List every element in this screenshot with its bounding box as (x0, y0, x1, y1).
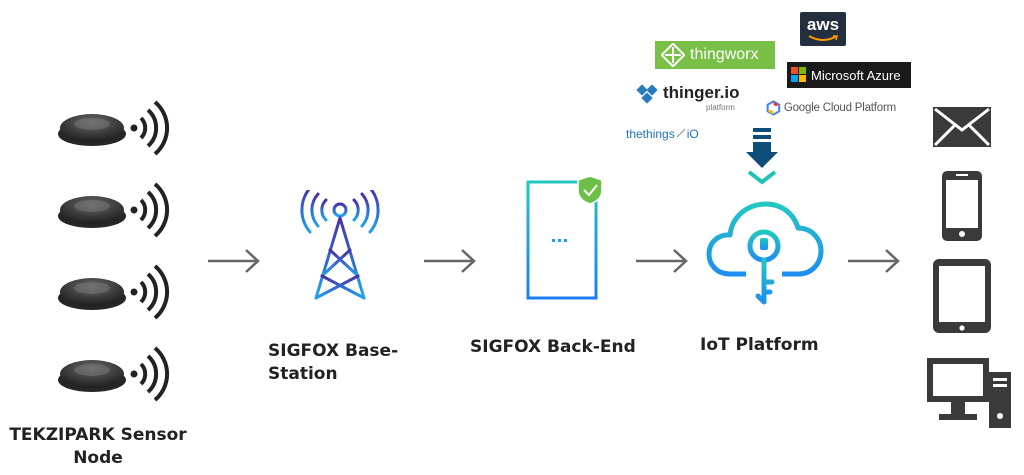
sensor-node-icon (58, 100, 170, 156)
thinger-logo-subtext: platform (706, 103, 735, 112)
server-icon (526, 175, 603, 300)
google-cloud-hexagon-icon (766, 100, 781, 116)
back-end-label: SIGFOX Back-End (470, 337, 636, 357)
sensor-node-icon (58, 264, 170, 320)
thethings-logo: thethings iO (626, 123, 726, 143)
sensor-node-label-line2: Node (73, 448, 123, 468)
thingworx-logo: thingworx (655, 41, 775, 69)
security-shield-icon (577, 175, 603, 205)
microsoft-windows-icon (791, 67, 806, 82)
sensor-node-icon (58, 182, 170, 238)
flow-arrow-icon (208, 249, 260, 273)
mail-icon (933, 107, 991, 147)
thinger-logo-text: thinger.io (663, 83, 740, 102)
sensor-node-icon (58, 346, 170, 402)
iot-platform-label: IoT Platform (700, 335, 819, 355)
thethings-logo-text: thethings (626, 127, 675, 141)
flow-arrow-icon (848, 249, 900, 273)
google-cloud-logo-text: Google Cloud Platform (783, 102, 896, 114)
tablet-icon (933, 259, 991, 333)
sensor-node-label: TEKZIPARK Sensor Node (0, 424, 196, 470)
google-cloud-logo: Google Cloud Platform (766, 97, 896, 119)
smartphone-icon (942, 171, 982, 241)
aws-logo-text: aws (806, 15, 840, 34)
thingworx-logo-text: thingworx (690, 46, 759, 63)
desktop-computer-icon (927, 358, 1011, 428)
thinger-cube-icon (636, 84, 658, 104)
cell-tower-icon (300, 190, 380, 300)
azure-logo-text: Microsoft Azure (811, 67, 901, 83)
aws-logo: aws (800, 12, 846, 46)
thethings-slash-icon (676, 128, 686, 138)
base-station-label-line1: SIGFOX Base- (268, 341, 399, 361)
flow-arrow-icon (424, 249, 476, 273)
aws-smile-icon (808, 35, 838, 41)
thethings-logo-suffix: iO (686, 127, 699, 141)
thinger-logo: thinger.io platform (636, 82, 746, 114)
download-arrow-icon (746, 128, 778, 185)
azure-logo: Microsoft Azure (787, 62, 911, 88)
thingworx-mark-icon (661, 43, 685, 67)
sensor-node-label-line1: TEKZIPARK Sensor (9, 425, 187, 445)
cloud-key-icon (706, 201, 824, 305)
base-station-label: SIGFOX Base- Station (268, 340, 428, 386)
sensor-nodes-group (58, 100, 170, 402)
flow-arrow-icon (636, 249, 688, 273)
base-station-label-line2: Station (268, 364, 338, 384)
